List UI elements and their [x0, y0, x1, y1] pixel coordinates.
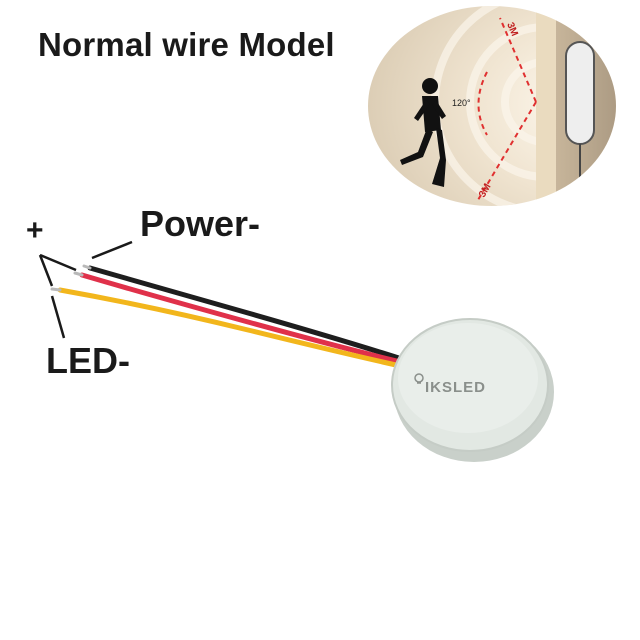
plus-pointer — [39, 253, 77, 272]
bulb-logo-icon — [414, 373, 424, 384]
power-pointer — [91, 240, 133, 260]
power-negative-label: Power- — [140, 203, 261, 244]
running-person-silhouette — [400, 78, 446, 187]
range-top-label: 3M — [504, 21, 520, 38]
black-wire — [87, 265, 408, 363]
detection-range-lines — [477, 17, 537, 201]
page-title: Normal wire Model — [38, 26, 335, 63]
yellow-wire — [57, 287, 408, 370]
led-negative-label: LED- — [46, 340, 130, 381]
positive-label: + — [26, 214, 44, 247]
plus-pointer-2 — [38, 254, 54, 287]
angle-label: 120° — [452, 98, 471, 108]
red-wire — [79, 272, 408, 366]
led-pointer — [50, 295, 66, 339]
brand-logo-text: IKSLED — [425, 379, 486, 396]
